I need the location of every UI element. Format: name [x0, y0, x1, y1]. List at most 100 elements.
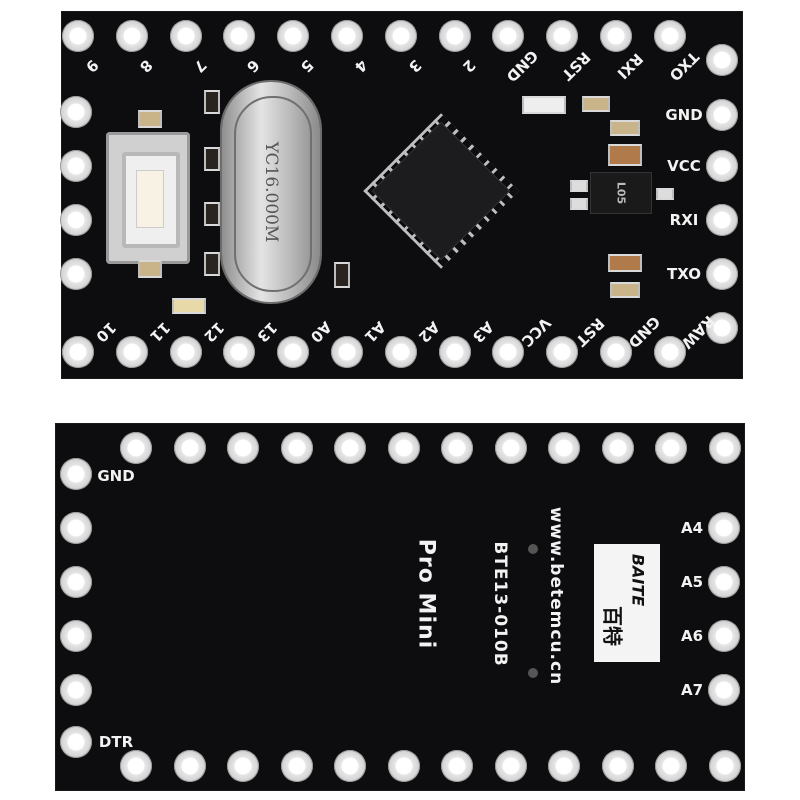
left-edge-pad [60, 204, 92, 236]
pin-label-right-0: A4 [680, 519, 704, 537]
right-edge-pad [708, 620, 740, 652]
left-edge-pad [60, 726, 92, 758]
left-edge-pad [60, 150, 92, 182]
baite-logo: BAITE 百特 [594, 544, 660, 662]
atmega328p-chip [355, 105, 528, 278]
left-edge-pad [60, 620, 92, 652]
bottom-edge-pad [494, 750, 527, 782]
pin-label-bottom-3: 13 [253, 318, 282, 346]
bottom-edge-pad [438, 336, 471, 368]
bottom-edge-pad [546, 336, 579, 368]
top-edge-pad [120, 432, 152, 464]
top-edge-pad [115, 20, 148, 52]
pin-label-bottom-7: A3 [468, 317, 497, 347]
top-edge-pad [280, 432, 313, 464]
pin-label-top-5: 4 [350, 55, 372, 77]
pin-label-right-3: A7 [680, 681, 704, 699]
regulator-label: L05 [614, 181, 628, 205]
top-edge-pad [600, 20, 632, 52]
right-edge-pad [708, 566, 740, 598]
pin-label-right-1: A5 [680, 573, 704, 591]
bottom-edge-pad [277, 336, 310, 368]
pin-label-right-1: VCC [667, 157, 701, 175]
dtr-label: DTR [98, 733, 134, 751]
left-edge-pad [60, 458, 92, 490]
bottom-edge-pad [601, 750, 634, 782]
reset-button [106, 132, 190, 264]
top-edge-pad [441, 432, 473, 464]
left-edge-pad [60, 258, 92, 290]
top-edge-pad [546, 20, 579, 52]
top-edge-pad [223, 20, 256, 52]
logo-text: BAITE [628, 553, 648, 607]
bottom-edge-pad [384, 336, 417, 368]
top-edge-pad [334, 432, 366, 464]
pin-label-top-8: GND [502, 46, 542, 86]
bottom-edge-pad [169, 336, 202, 368]
top-edge-pad [384, 20, 417, 52]
pin-label-top-0: 9 [81, 55, 103, 77]
top-edge-pad [548, 432, 580, 464]
top-edge-pad [653, 20, 686, 52]
model-number: BTE13-010B [490, 541, 510, 667]
right-edge-pad [708, 674, 740, 706]
pin-label-top-6: 3 [404, 55, 425, 77]
top-edge-pad [331, 20, 363, 52]
bottom-edge-pad [115, 336, 148, 368]
website: www.betemcu.cn [546, 506, 566, 686]
right-edge-pad [706, 150, 738, 182]
voltage-regulator: L05 [590, 172, 652, 214]
pin-label-top-4: 5 [297, 55, 318, 77]
right-edge-pad [706, 204, 738, 236]
top-edge-pad [173, 432, 206, 464]
logo-glyphs: 百特 [600, 606, 625, 646]
pin-label-top-1: 8 [135, 55, 156, 77]
top-edge-pad [708, 432, 741, 464]
pin-label-top-2: 7 [189, 55, 210, 77]
pin-label-top-11: TXO [665, 47, 703, 85]
pin-label-bottom-6: A2 [414, 317, 443, 347]
bottom-edge-pad [600, 336, 632, 368]
pin-label-top-10: RXI [613, 49, 647, 83]
bottom-edge-pad [280, 750, 313, 782]
bottom-edge-pad [334, 750, 366, 782]
bottom-edge-pad [173, 750, 206, 782]
pin-label-bottom-4: A0 [307, 317, 336, 347]
pin-label-right-2: RXI [669, 211, 699, 229]
pin-label-top-9: RST [558, 48, 595, 84]
bottom-edge-pad [548, 750, 580, 782]
gnd-label: GND [97, 467, 135, 485]
bottom-edge-pad [227, 750, 259, 782]
pro-mini-bottom-board: GND DTR Pro Mini BTE13-010B www.betemcu.… [56, 424, 744, 790]
crystal-oscillator: YC16.000M [222, 82, 320, 302]
pin-label-bottom-2: 12 [199, 318, 228, 346]
pin-label-right-2: A6 [680, 627, 704, 645]
product-name: Pro Mini [413, 538, 439, 650]
bottom-edge-pad [653, 336, 686, 368]
pin-label-right-0: GND [665, 106, 703, 124]
pin-label-bottom-0: 10 [92, 318, 120, 346]
top-edge-pad [277, 20, 310, 52]
bottom-edge-pad [331, 336, 363, 368]
right-edge-pad [706, 44, 738, 76]
right-edge-pad [706, 258, 738, 290]
right-edge-pad [708, 512, 740, 544]
pin-label-bottom-5: A1 [360, 317, 390, 347]
top-edge-pad [62, 20, 94, 52]
bottom-edge-pad [62, 336, 94, 368]
left-edge-pad [60, 512, 92, 544]
right-edge-pad [706, 99, 738, 131]
bottom-edge-pad [441, 750, 473, 782]
top-edge-pad [601, 432, 634, 464]
pin-label-bottom-1: 11 [146, 318, 174, 346]
left-edge-pad [60, 566, 92, 598]
top-edge-pad [655, 432, 687, 464]
top-edge-pad [169, 20, 202, 52]
pin-label-top-3: 6 [243, 55, 264, 77]
left-edge-pad [60, 674, 92, 706]
top-edge-pad [387, 432, 420, 464]
left-edge-pad [60, 96, 92, 128]
bottom-edge-pad [655, 750, 687, 782]
bottom-edge-pad [492, 336, 525, 368]
